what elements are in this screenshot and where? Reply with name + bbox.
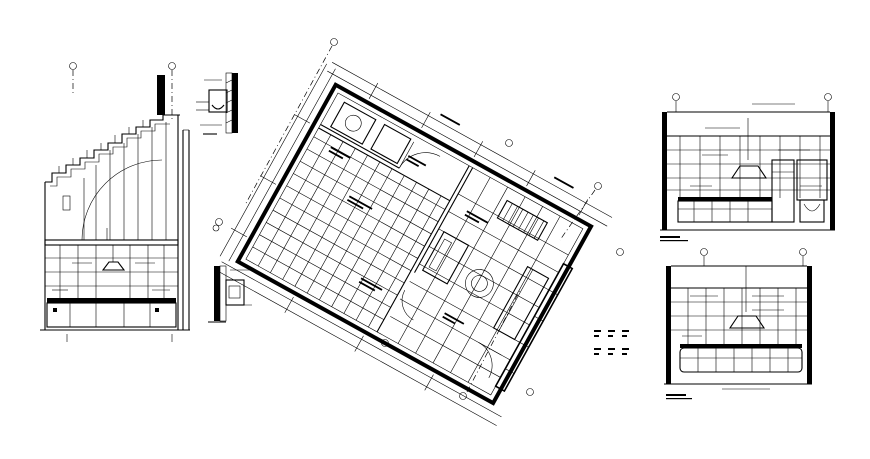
elevation-upper-right: [660, 93, 835, 242]
grid-bubble: [799, 248, 807, 256]
grid-bubble: [672, 93, 680, 101]
grid-bubble: [212, 224, 220, 232]
detail-lower: [208, 224, 252, 323]
exterior-wall: [235, 82, 594, 406]
grid-bubble: [700, 248, 708, 256]
grid-bubble: [69, 62, 77, 70]
refrigerator: [771, 159, 795, 223]
floor-tile-grid: [252, 134, 446, 328]
countertop: [680, 344, 802, 348]
range-hood: [728, 315, 766, 329]
grid-bubble: [168, 62, 176, 70]
grid-bubble: [330, 38, 338, 46]
countertop: [47, 298, 176, 303]
range-hood: [730, 165, 768, 179]
grid-bubble: [594, 182, 602, 190]
grid-bubble: [505, 139, 513, 147]
detail-upper: [196, 72, 238, 135]
elevation-lower-right: [664, 248, 812, 400]
grid-bubble: [824, 93, 832, 101]
base-cabinets: [677, 200, 773, 223]
grid-bubble: [459, 392, 467, 400]
range-hood: [101, 261, 126, 271]
base-cabinets: [46, 302, 177, 328]
grid-bubble: [526, 388, 534, 396]
kitchen-floor-plan: [215, 38, 624, 426]
parapet: [157, 75, 165, 115]
base-cabinets: [679, 347, 803, 373]
grid-bubble: [215, 218, 223, 226]
countertop: [678, 197, 772, 201]
section-stair-elevation: [40, 62, 190, 342]
stair-profile: [45, 114, 180, 183]
section-markers: [594, 330, 629, 355]
grid-bubble: [616, 248, 624, 256]
floor-slab: [44, 239, 179, 246]
